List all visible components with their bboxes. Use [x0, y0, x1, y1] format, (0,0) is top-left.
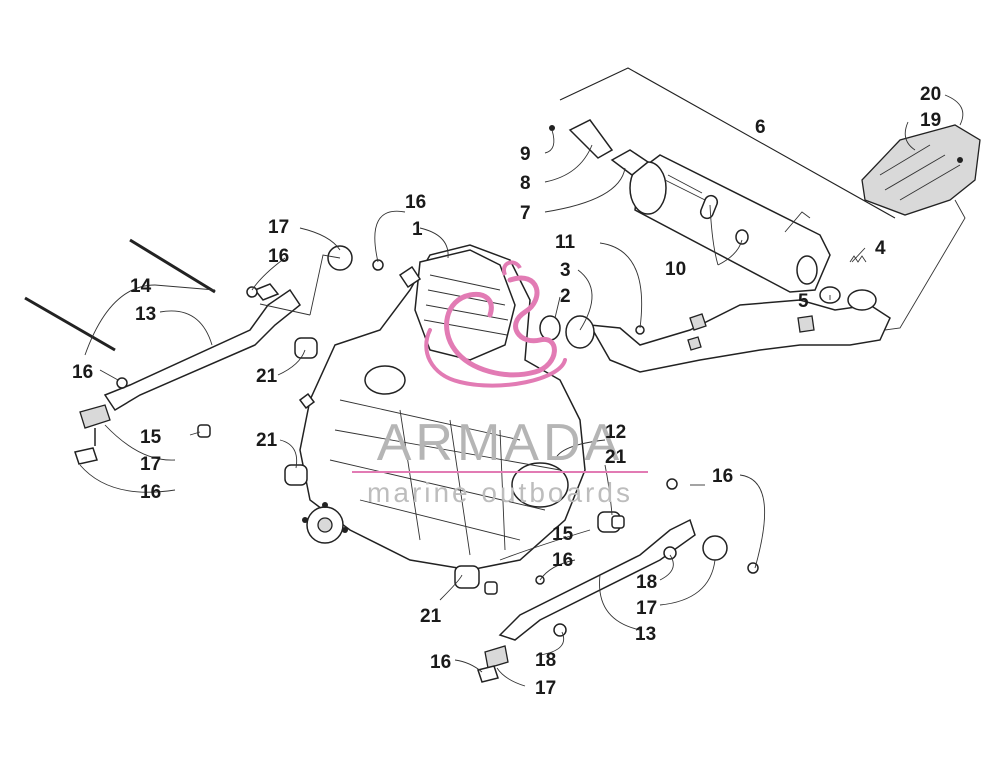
watermark-brand: ARMADA	[377, 414, 623, 472]
exhaust-gasket-parts	[539, 119, 867, 341]
callout-20: 20	[920, 84, 941, 105]
exhaust-pipe	[565, 289, 891, 373]
callout-15-left: 15	[140, 427, 162, 448]
engine-assembly	[298, 244, 586, 571]
callout-17-right: 17	[636, 598, 657, 619]
callout-14: 14	[130, 276, 152, 297]
callout-17-top: 17	[268, 217, 289, 238]
callout-18-bottom: 18	[535, 650, 556, 671]
callout-1: 1	[412, 219, 423, 240]
callout-11: 11	[555, 232, 576, 253]
callout-8: 8	[520, 173, 531, 194]
callout-17-left: 17	[140, 454, 161, 475]
callout-16-center: 16	[552, 550, 573, 571]
callout-4: 4	[875, 238, 886, 259]
callout-21-upper: 21	[256, 366, 278, 387]
callout-15-right: 15	[552, 524, 574, 545]
callout-16-upper-left: 16	[268, 246, 289, 267]
callout-5: 5	[798, 291, 809, 312]
left-mount-parts	[24, 238, 384, 486]
callout-13-right: 13	[635, 624, 656, 645]
callout-labels: 1 2 3 4 5 6 7 8 9 10 11 12 13 13 14 15 1…	[72, 84, 941, 699]
callout-12: 12	[605, 422, 626, 443]
callout-3: 3	[560, 260, 571, 281]
callout-7: 7	[520, 203, 531, 224]
seahorse-logo-icon	[424, 260, 567, 388]
callout-16-right: 16	[712, 466, 733, 487]
callout-2: 2	[560, 286, 571, 307]
watermark: ARMADA marine outboards	[352, 260, 648, 508]
callout-6: 6	[755, 117, 766, 138]
callout-10: 10	[665, 259, 686, 280]
right-mount-parts	[454, 478, 759, 683]
callout-18-right: 18	[636, 572, 657, 593]
exhaust-bracket-line	[559, 67, 896, 219]
leader-lines	[79, 94, 966, 687]
callout-17-bottom: 17	[535, 678, 556, 699]
callout-16-left: 16	[72, 362, 93, 383]
watermark-tagline: marine outboards	[367, 477, 633, 508]
callout-16-top: 16	[405, 192, 426, 213]
callout-13-left: 13	[135, 304, 156, 325]
spark-arrestor-cap	[861, 124, 981, 216]
muffler	[629, 154, 831, 293]
callout-16-bottom: 16	[430, 652, 451, 673]
callout-21-right: 21	[605, 447, 627, 468]
callout-16-lower-left: 16	[140, 482, 161, 503]
callout-9: 9	[520, 144, 531, 165]
callout-21-middle: 21	[256, 430, 278, 451]
callout-21-bottom: 21	[420, 606, 442, 627]
callout-19: 19	[920, 110, 941, 131]
